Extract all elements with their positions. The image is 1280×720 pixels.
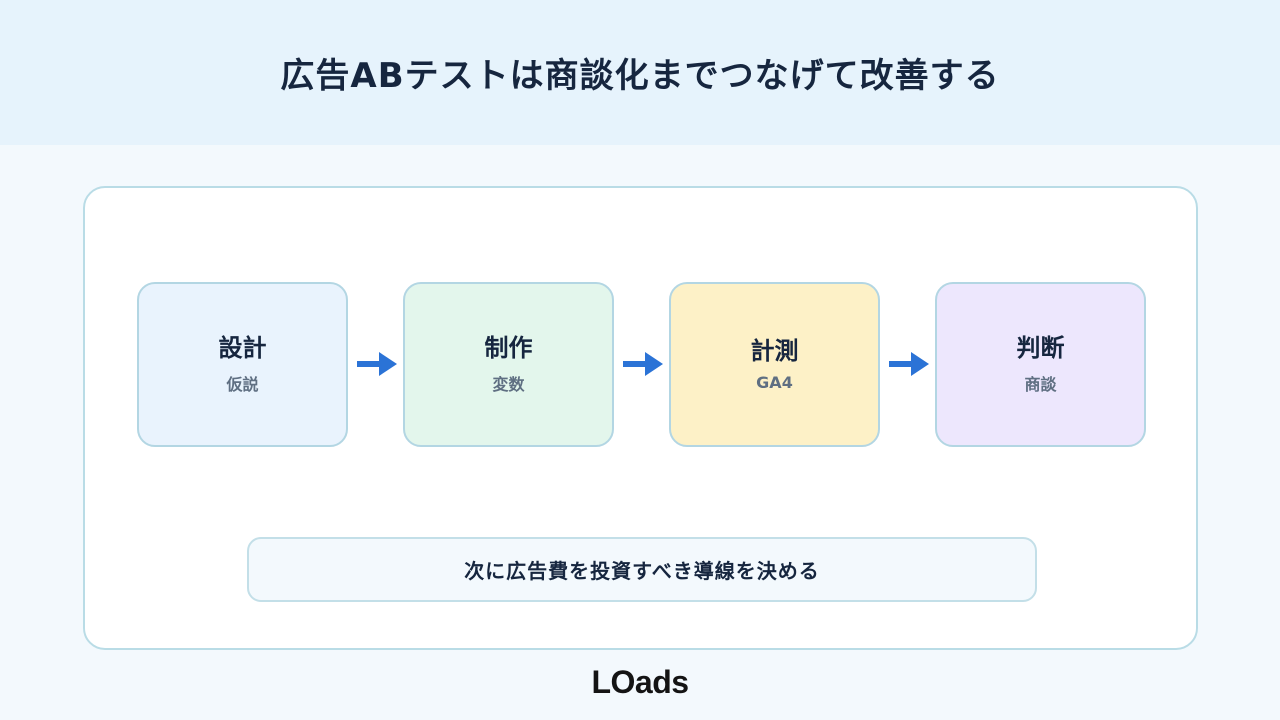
header-banner: 広告ABテストは商談化までつなげて改善する	[0, 0, 1280, 145]
step-production: 制作 変数	[403, 282, 614, 447]
step-subtitle: 仮説	[226, 374, 259, 394]
process-panel: 設計 仮説 制作 変数 計測 GA4 判断 商談 次に広告費を投資す	[83, 186, 1198, 650]
step-title: 制作	[484, 334, 533, 363]
step-title: 設計	[218, 334, 267, 363]
step-subtitle: 変数	[492, 374, 525, 394]
step-subtitle: GA4	[756, 373, 793, 393]
summary-text: 次に広告費を投資すべき導線を決める	[464, 559, 820, 583]
step-design: 設計 仮説	[137, 282, 348, 447]
step-title: 判断	[1016, 334, 1065, 363]
brand-logo: LOads	[591, 664, 689, 700]
step-decision: 判断 商談	[935, 282, 1146, 447]
process-flow: 設計 仮説 制作 変数 計測 GA4 判断 商談	[85, 188, 1196, 648]
summary-box: 次に広告費を投資すべき導線を決める	[247, 537, 1037, 602]
step-subtitle: 商談	[1024, 374, 1057, 394]
step-title: 計測	[750, 336, 799, 365]
arrow-right-icon	[623, 352, 663, 376]
page-title: 広告ABテストは商談化までつなげて改善する	[280, 56, 1000, 96]
arrow-right-icon	[357, 352, 397, 376]
arrow-right-icon	[889, 352, 929, 376]
step-measurement: 計測 GA4	[669, 282, 880, 447]
